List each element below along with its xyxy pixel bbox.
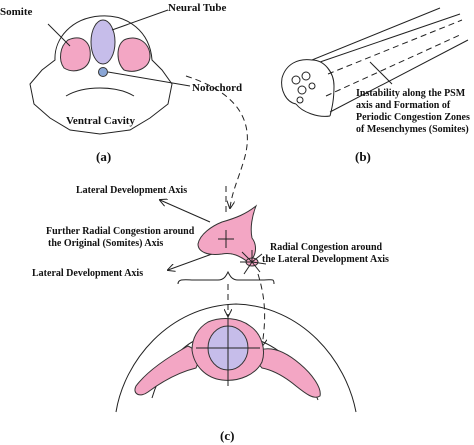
psm-note-line2: axis and Formation of (356, 100, 451, 111)
lateral-axis-arrow-top (160, 200, 211, 223)
somite-label: Somite (0, 6, 33, 18)
psm-note-line3: Periodic Congestion Zones (356, 112, 470, 123)
end-circle-5 (296, 96, 304, 104)
psm-note-line1: Instability along the PSM (356, 88, 466, 99)
psm-tube-end (281, 77, 297, 105)
congestion-row-1 (327, 19, 463, 75)
psm-leader (369, 61, 393, 85)
panel-b-caption: (b) (355, 149, 371, 164)
congestion-brace (177, 270, 275, 285)
further-congestion-line2: the Original (Somites) Axis (48, 238, 163, 249)
result-somite-right (256, 348, 321, 398)
ventral-cavity-outline (65, 87, 135, 97)
neural-tube-leader (111, 9, 169, 31)
congestion-row-2 (325, 33, 463, 97)
panel-a-cross-section: Somite Neural Tube Notochord Ventral Cav… (0, 2, 242, 164)
panel-c-caption: (c) (220, 428, 234, 443)
somite-right (117, 37, 151, 72)
lateral-axis-label-bottom: Lateral Development Axis (32, 268, 143, 279)
notochord-leader (107, 71, 191, 87)
neural-tube-label: Neural Tube (168, 2, 226, 14)
flow-arrow-right (257, 273, 265, 346)
panel-b-psm-tube: Instability along the PSM axis and Forma… (281, 7, 470, 164)
further-congestion-line1: Further Radial Congestion around (46, 226, 195, 237)
ventral-cavity-label: Ventral Cavity (66, 115, 135, 127)
panel-c-congestion: Lateral Development Axis Further Radial … (32, 185, 389, 285)
end-circle-1 (291, 75, 301, 85)
somite-leader (47, 23, 71, 47)
radial-congestion-line2: the Lateral Development Axis (262, 254, 389, 265)
lateral-axis-arrow-bottom (168, 253, 213, 270)
notochord-shape (98, 67, 108, 77)
result-somite-left (134, 345, 199, 396)
end-circle-2 (301, 71, 311, 81)
embryo-outline (29, 15, 173, 135)
radial-congestion-line1: Radial Congestion around (270, 242, 383, 253)
psm-note-line4: of Mesenchymes (Somites) (356, 124, 469, 135)
psm-tube-outline (281, 7, 469, 117)
end-circle-3 (297, 85, 307, 95)
result-outer-arc (115, 303, 357, 413)
flow-arrow-a-to-c (185, 75, 248, 208)
end-circle-4 (308, 82, 316, 90)
somite-left (60, 37, 91, 72)
neural-tube-shape (90, 19, 116, 65)
panel-a-caption: (a) (96, 149, 111, 164)
panel-c-result-section: (c) (115, 303, 357, 443)
lateral-axis-label-top: Lateral Development Axis (76, 185, 187, 196)
original-somite-congestion (197, 204, 258, 263)
radial-burst-lines (240, 250, 267, 275)
notochord-label: Notochord (192, 82, 242, 94)
